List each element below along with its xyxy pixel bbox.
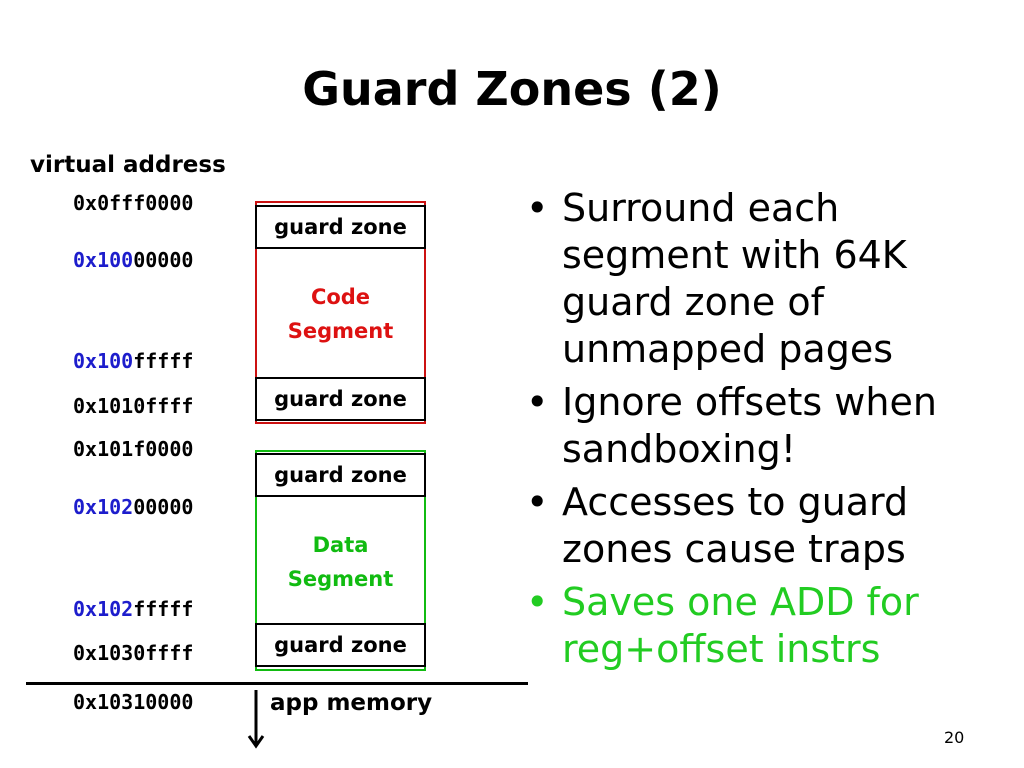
app-memory-boundary-line: [26, 682, 528, 685]
code-segment-box: [255, 201, 426, 424]
address-label: 0x10200000: [73, 495, 194, 519]
address-label: 0x0fff0000: [73, 191, 194, 215]
data-segment-box: [255, 450, 426, 671]
address-label: 0x1030ffff: [73, 641, 194, 665]
address-label: 0x10310000: [73, 690, 194, 714]
bullet-list: •Surround each segment with 64K guard zo…: [522, 185, 992, 679]
bullet-item: •Surround each segment with 64K guard zo…: [526, 186, 907, 371]
address-label: 0x10000000: [73, 248, 194, 272]
guard-zone-box: guard zone: [255, 205, 426, 249]
page-number: 20: [944, 728, 965, 747]
data-segment-label: Data Segment: [287, 533, 394, 591]
guard-zone-box: guard zone: [255, 377, 426, 421]
address-label: 0x101f0000: [73, 437, 194, 461]
code-segment-label: Code Segment: [287, 285, 394, 343]
bullet-item: •Saves one ADD for reg+offset instrs: [526, 580, 919, 671]
down-arrow-icon: [247, 690, 265, 749]
bullet-item: •Accesses to guard zones cause traps: [526, 480, 909, 571]
address-label: 0x100fffff: [73, 349, 194, 373]
guard-zone-box: guard zone: [255, 453, 426, 497]
slide-title: Guard Zones (2): [302, 62, 722, 116]
address-label: 0x102fffff: [73, 597, 194, 621]
guard-zone-box: guard zone: [255, 623, 426, 667]
virtual-address-label: virtual address: [30, 152, 226, 178]
address-label: 0x1010ffff: [73, 394, 194, 418]
bullet-item: •Ignore offsets when sandboxing!: [526, 380, 937, 471]
app-memory-label: app memory: [270, 690, 433, 716]
